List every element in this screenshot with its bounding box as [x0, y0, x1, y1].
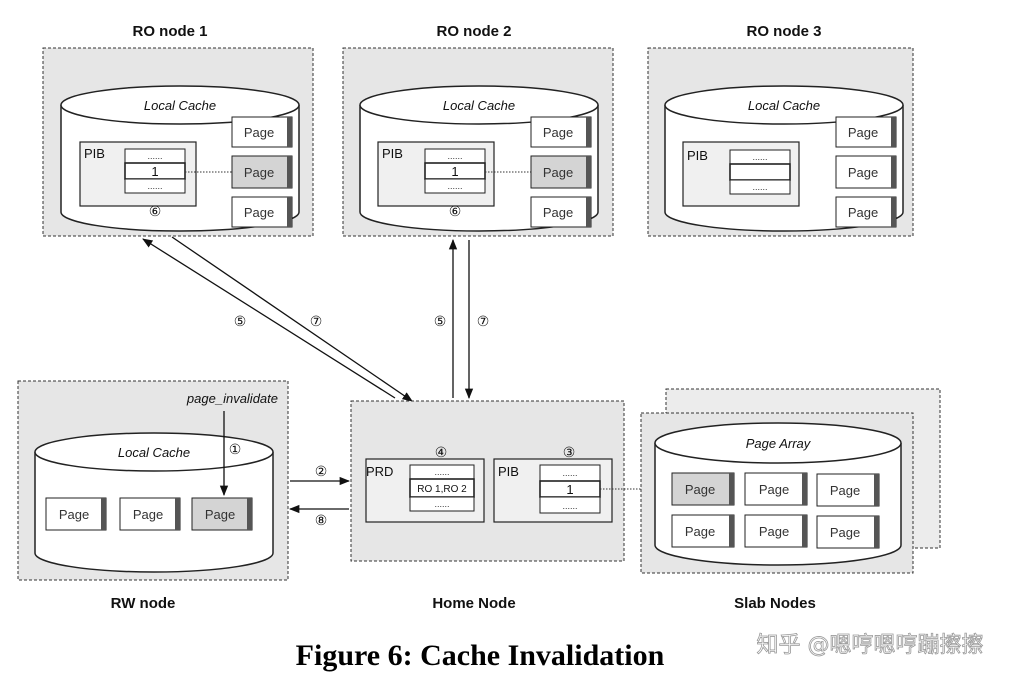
- step-7-marker: ⑦: [310, 313, 323, 329]
- slab-nodes-title: Slab Nodes: [734, 595, 816, 612]
- pib-row: ......: [447, 151, 462, 161]
- home-node-prd: PRD ...... RO 1,RO 2 ...... ④: [365, 444, 485, 523]
- pib-row: ......: [562, 468, 577, 478]
- step-5-marker: ⑤: [234, 313, 247, 329]
- watermark: 知乎 @嗯哼嗯哼蹦擦擦: [757, 633, 984, 658]
- arrow-ro1-to-home: [171, 236, 413, 402]
- pib-row: 1: [151, 164, 158, 179]
- step-1-marker: ①: [229, 441, 242, 457]
- ro-node-1-pib: PIB ...... 1 ......: [79, 141, 197, 207]
- page: Page: [59, 507, 89, 522]
- ro-node-1-title: RO node 1: [132, 23, 207, 40]
- pib-row: ......: [562, 501, 577, 511]
- page: Page: [543, 205, 573, 220]
- prd-label: PRD: [366, 464, 393, 479]
- pib-row: 1: [451, 164, 458, 179]
- pib-row: ......: [752, 182, 767, 192]
- arrow-home-to-ro1: [142, 238, 396, 399]
- step-2-marker: ②: [315, 463, 328, 479]
- ro-node-2-pages: Page Page Page: [530, 116, 592, 228]
- page: Page: [685, 482, 715, 497]
- ro-node-2-cache-title: Local Cache: [443, 98, 515, 113]
- step-6-marker: ⑥: [149, 203, 162, 219]
- home-node: PRD ...... RO 1,RO 2 ...... ④ PIB ......…: [350, 400, 625, 612]
- page-array-title: Page Array: [746, 436, 812, 451]
- ro-node-2-title: RO node 2: [436, 23, 511, 40]
- pib-row: ......: [147, 151, 162, 161]
- page: Page: [848, 165, 878, 180]
- page: Page: [759, 482, 789, 497]
- prd-row: ......: [434, 467, 449, 477]
- arrows-ro1-home: ⑤ ⑦: [142, 236, 413, 402]
- rw-node: page_invalidate Local Cache ① Page Page …: [17, 380, 289, 612]
- page: Page: [205, 507, 235, 522]
- pib-row: ......: [447, 181, 462, 191]
- ro-node-2-pib-label: PIB: [382, 146, 403, 161]
- step-5-marker: ⑤: [434, 313, 447, 329]
- page: Page: [848, 205, 878, 220]
- step-3-marker: ③: [563, 444, 576, 460]
- rw-node-title: RW node: [111, 595, 176, 612]
- page: Page: [543, 165, 573, 180]
- ro-node-2: RO node 2 Local Cache PIB ...... 1 .....…: [342, 23, 614, 237]
- figure-caption: Figure 6: Cache Invalidation: [296, 639, 665, 672]
- ro-node-2-pib: PIB ...... 1 ......: [377, 141, 495, 207]
- prd-row: RO 1,RO 2: [417, 484, 467, 495]
- step-6-marker: ⑥: [449, 203, 462, 219]
- page-invalidate-label: page_invalidate: [186, 391, 278, 406]
- pib-row: ......: [147, 181, 162, 191]
- ro-node-3-pib: PIB ...... ......: [682, 141, 800, 207]
- step-7-marker: ⑦: [477, 313, 490, 329]
- page: Page: [848, 125, 878, 140]
- page: Page: [244, 125, 274, 140]
- rw-node-pages: Page Page Page: [45, 497, 253, 531]
- step-4-marker: ④: [435, 444, 448, 460]
- home-pib-label: PIB: [498, 464, 519, 479]
- page: Page: [543, 125, 573, 140]
- ro-node-3-pib-label: PIB: [687, 148, 708, 163]
- page: Page: [133, 507, 163, 522]
- ro-node-1-cache-title: Local Cache: [144, 98, 216, 113]
- home-node-title: Home Node: [432, 595, 515, 612]
- arrows-rw-home: ② ⑧: [288, 463, 351, 528]
- page: Page: [830, 483, 860, 498]
- ro-node-1-pib-label: PIB: [84, 146, 105, 161]
- prd-row: ......: [434, 499, 449, 509]
- ro-node-3: RO node 3 Local Cache PIB ...... ...... …: [647, 23, 914, 237]
- arrows-ro2-home: ⑤ ⑦: [434, 238, 490, 400]
- ro-node-3-title: RO node 3: [746, 23, 821, 40]
- page: Page: [759, 524, 789, 539]
- page: Page: [685, 524, 715, 539]
- ro-node-3-cache-title: Local Cache: [748, 98, 820, 113]
- pib-row: ......: [752, 152, 767, 162]
- slab-pages: Page Page Page Page Page Page: [671, 472, 880, 549]
- page: Page: [244, 205, 274, 220]
- pib-row: 1: [566, 482, 573, 497]
- page: Page: [244, 165, 274, 180]
- ro-node-1-pages: Page Page Page: [231, 116, 293, 228]
- ro-node-3-pages: Page Page Page: [835, 116, 897, 228]
- ro-node-1: RO node 1 Local Cache PIB ...... 1 .....…: [42, 23, 314, 237]
- home-node-pib: PIB ...... 1 ...... ③: [493, 444, 613, 523]
- rw-node-cache-title: Local Cache: [118, 445, 190, 460]
- page: Page: [830, 525, 860, 540]
- step-8-marker: ⑧: [315, 512, 328, 528]
- slab-nodes: Page Array Page Page Page Page Page Page…: [640, 388, 941, 612]
